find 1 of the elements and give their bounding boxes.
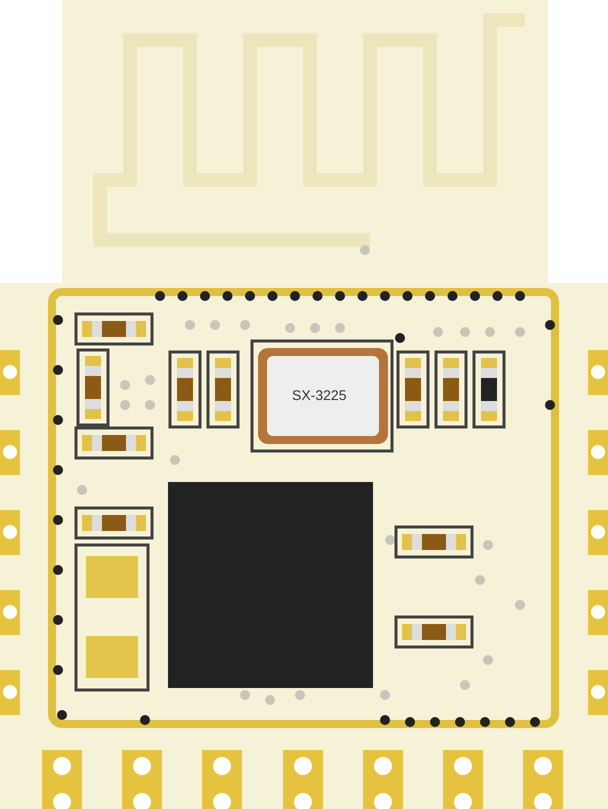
part-marking: SX-3225 [292, 387, 346, 403]
